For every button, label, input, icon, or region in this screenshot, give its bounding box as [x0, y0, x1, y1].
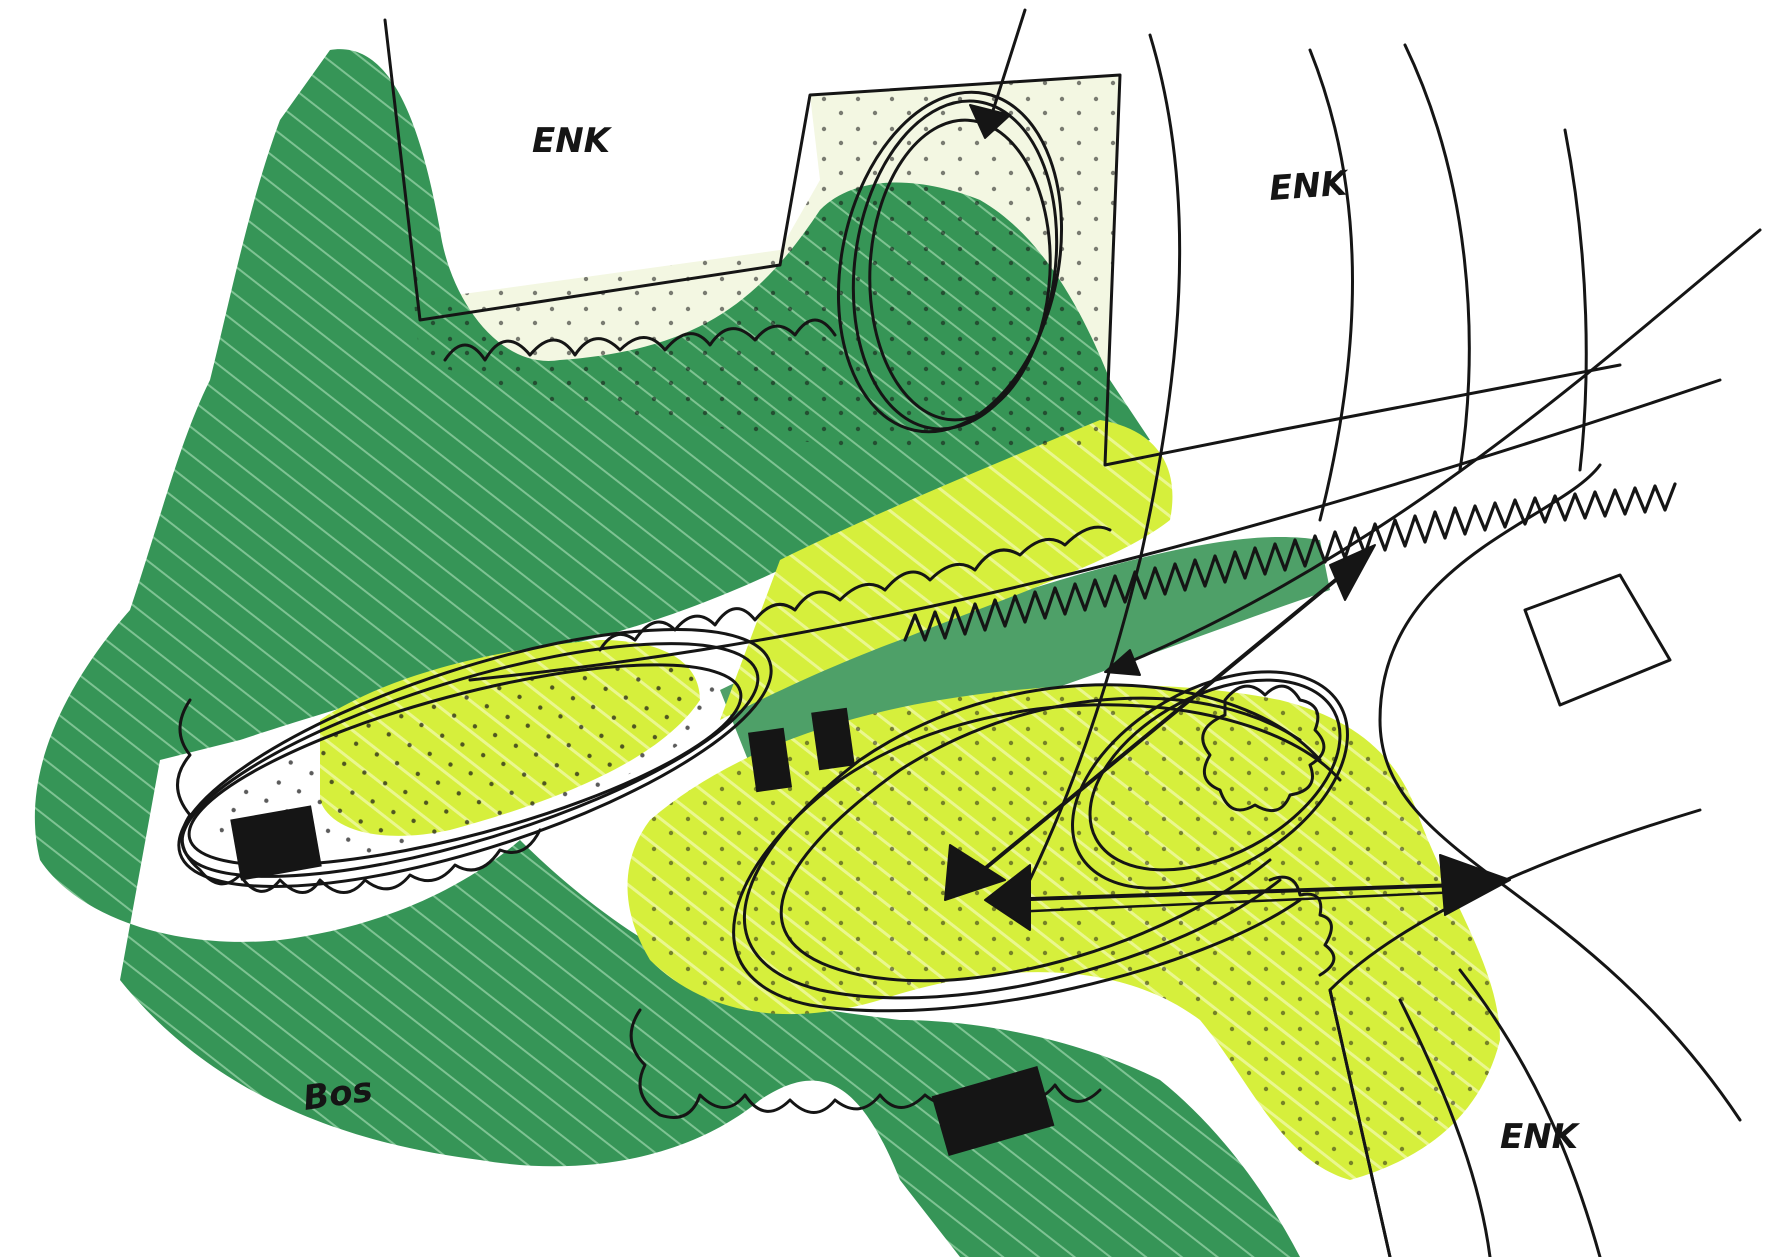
label-enk-bottom-right: ENK	[1500, 1117, 1581, 1157]
label-enk-top-right: ENK	[1268, 163, 1351, 209]
label-enk-top-left: ENK	[532, 121, 613, 161]
